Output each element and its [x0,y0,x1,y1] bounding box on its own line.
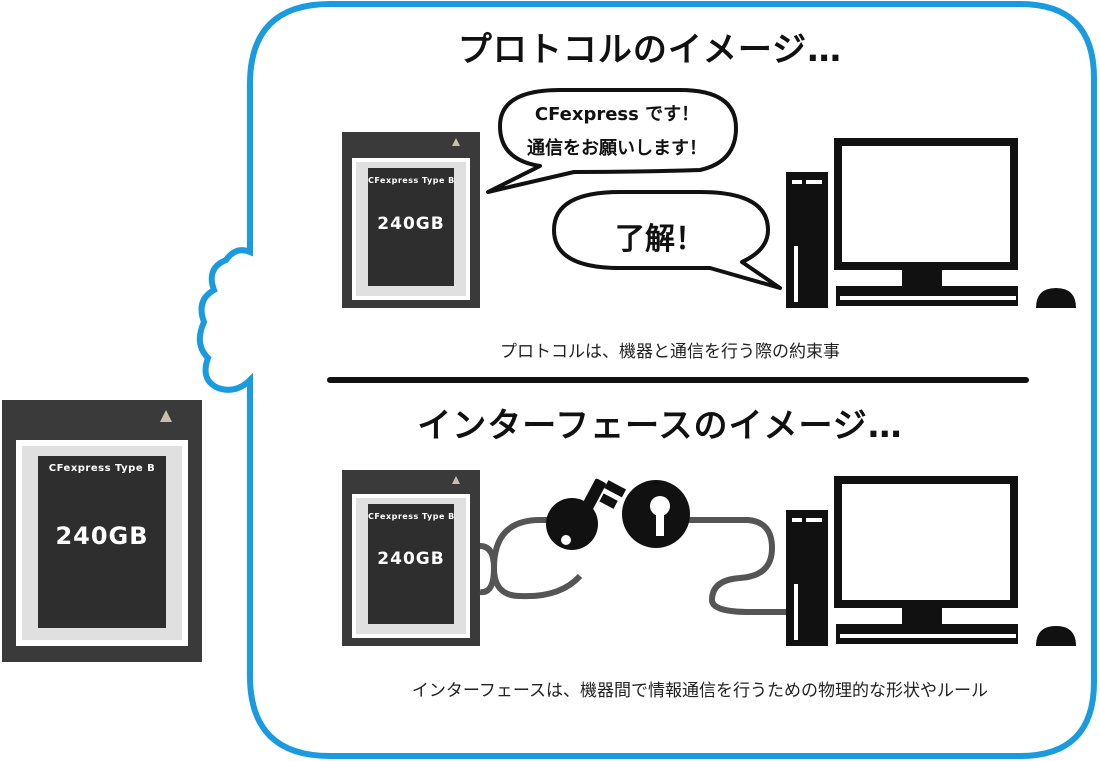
key-icon [546,478,627,550]
cfexpress-card-icon [342,132,480,308]
cable [479,543,583,600]
card-capacity-label: 240GB [55,522,149,550]
keyhole-icon [622,480,690,548]
speech-bubble [552,190,782,290]
pc-speech: 了解！ [615,222,705,257]
cable [676,517,786,615]
desktop-computer-icon [786,476,1018,646]
cfexpress-card-icon [342,470,480,646]
cfexpress-card-icon [2,400,202,662]
card-capacity-label: 240GB [377,214,445,234]
speech-bubble [486,88,738,194]
card-brand-label: CFexpress Type B [48,463,156,474]
mouse-icon [1036,288,1076,308]
protocol-title: プロトコルのイメージ… [457,30,843,70]
card-speech-line-2: 通信をお願いします！ [527,138,707,159]
mouse-icon [1036,626,1076,646]
card-speech-line-1: CFexpress です！ [534,104,700,125]
desktop-computer-icon [786,138,1018,308]
card-capacity-label: 240GB [377,549,445,569]
protocol-caption: プロトコルは、機器と通信を行う際の約束事 [500,342,840,362]
interface-caption: インターフェースは、機器間で情報通信を行うための物理的な形状やルール [411,681,989,701]
card-brand-label: CFexpress Type B [368,512,455,521]
card-brand-label: CFexpress Type B [368,176,455,185]
interface-title: インターフェースのイメージ… [417,406,903,446]
